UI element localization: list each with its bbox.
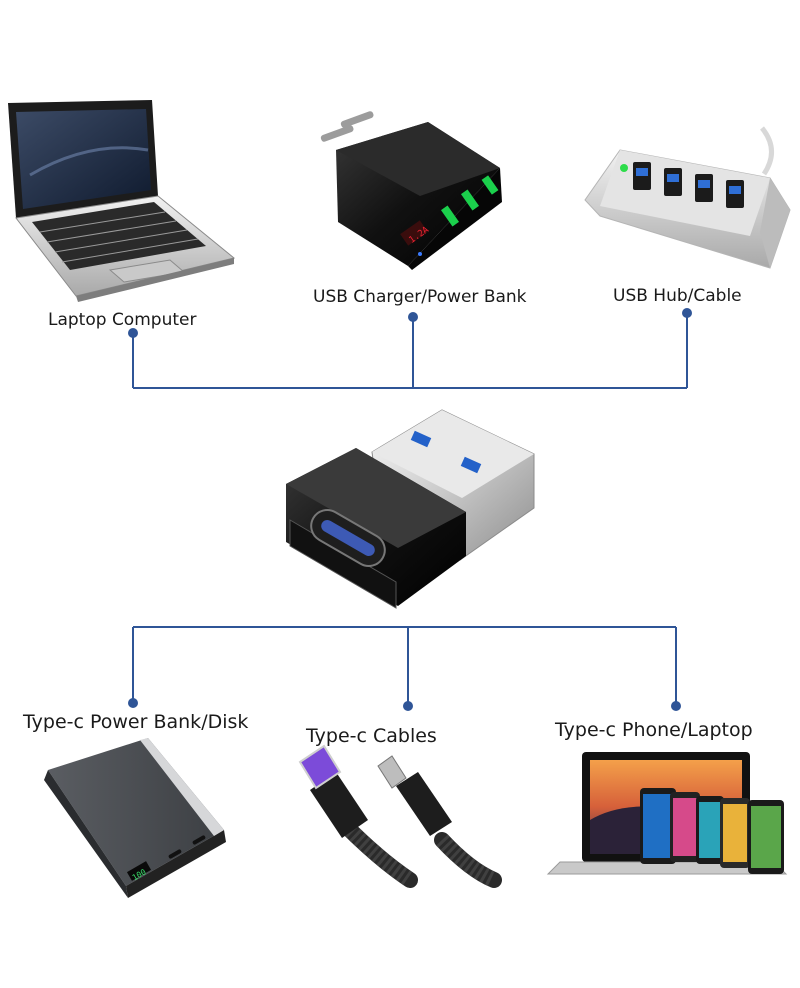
usb-charger-power-bank-label: USB Charger/Power Bank bbox=[313, 287, 527, 307]
laptop-computer-label: Laptop Computer bbox=[48, 310, 197, 330]
charger-connector-dot bbox=[408, 312, 418, 322]
usb-hub-illustration bbox=[584, 126, 791, 269]
type-c-cables-label: Type-c Cables bbox=[306, 725, 437, 747]
laptop-connector-dot bbox=[128, 328, 138, 338]
type-c-power-bank-disk-label: Type-c Power Bank/Disk bbox=[23, 711, 249, 733]
bottom-connector-lines bbox=[132, 626, 677, 706]
laptop-illustration bbox=[8, 100, 236, 302]
powerbank-connector-dot bbox=[128, 698, 138, 708]
usb-hub-cable-label: USB Hub/Cable bbox=[613, 286, 742, 306]
phones-laptop-illustration bbox=[546, 752, 788, 875]
powerbank-illustration: 100 bbox=[44, 738, 226, 898]
phone-laptop-connector-dot bbox=[671, 701, 681, 711]
usb-adapter-illustration bbox=[286, 409, 535, 609]
type-c-cables-illustration bbox=[298, 744, 502, 888]
top-connector-lines bbox=[132, 313, 688, 389]
hub-connector-dot bbox=[682, 308, 692, 318]
usb-charger-illustration: 1.2A bbox=[320, 111, 502, 270]
type-c-phone-laptop-label: Type-c Phone/Laptop bbox=[555, 719, 753, 741]
cables-connector-dot bbox=[403, 701, 413, 711]
